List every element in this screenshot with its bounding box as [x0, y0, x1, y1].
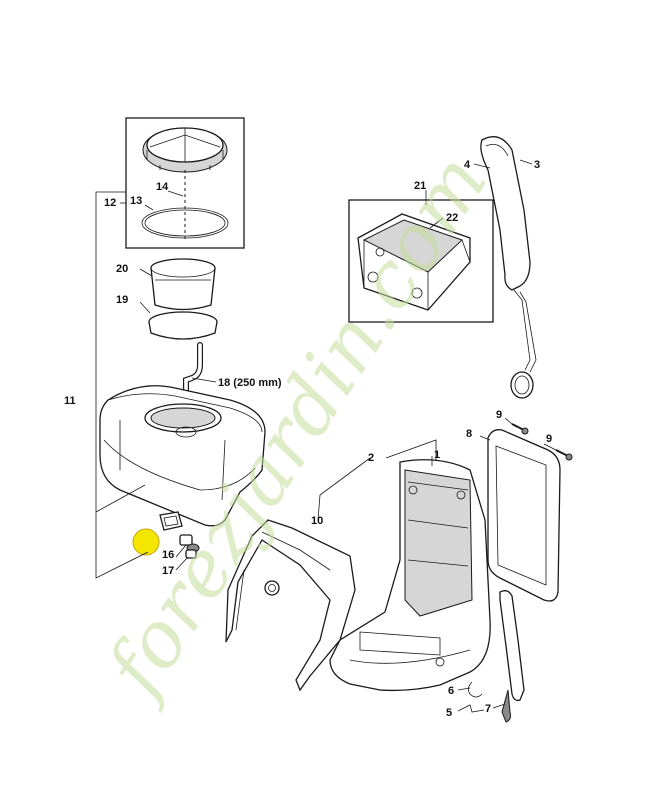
label-part-10: 10: [311, 515, 323, 527]
spray-tank: [99, 385, 266, 527]
label-part-2: 2: [368, 452, 374, 464]
bracket-11: [95, 191, 149, 579]
label-part-19: 19: [116, 294, 128, 306]
leader-lines: [120, 159, 557, 713]
label-part-13: 13: [130, 195, 142, 207]
waist-strap: [468, 590, 525, 723]
label-part-12: 12: [104, 197, 116, 209]
label-part-18: 18 (250 mm): [218, 377, 282, 389]
part-labels: 1 2 3 4 5 6 7 8 9 9 10 11 12 13 14 16 17…: [64, 159, 552, 719]
label-part-4: 4: [464, 159, 471, 171]
label-part-9-left: 9: [496, 409, 502, 421]
side-panel: [225, 519, 356, 692]
label-part-1: 1: [434, 449, 440, 461]
strainer-basket: [150, 258, 216, 311]
cover-panel: [487, 429, 561, 602]
screw-left: [511, 423, 529, 435]
label-part-6: 6: [448, 685, 454, 697]
label-part-5: 5: [446, 707, 452, 719]
strainer-ring: [148, 311, 218, 340]
label-part-3: 3: [534, 159, 540, 171]
label-part-17: 17: [162, 565, 174, 577]
label-part-7: 7: [485, 703, 491, 715]
label-part-14: 14: [156, 181, 169, 193]
tray: [357, 213, 471, 311]
label-part-11: 11: [64, 395, 76, 407]
back-plate: [329, 459, 491, 692]
outlet-fitting: [179, 534, 200, 559]
label-part-9-right: 9: [546, 433, 552, 445]
shoulder-strap: [480, 136, 537, 399]
label-part-8: 8: [466, 428, 472, 440]
label-part-22: 22: [446, 212, 458, 224]
cap-seal-ring: [141, 207, 229, 239]
label-part-21: 21: [414, 180, 426, 192]
label-part-16: 16: [162, 549, 174, 561]
tank-cap: [142, 127, 228, 173]
highlight-marker: [132, 528, 160, 556]
label-part-20: 20: [116, 263, 128, 275]
screw-right: [555, 449, 573, 461]
